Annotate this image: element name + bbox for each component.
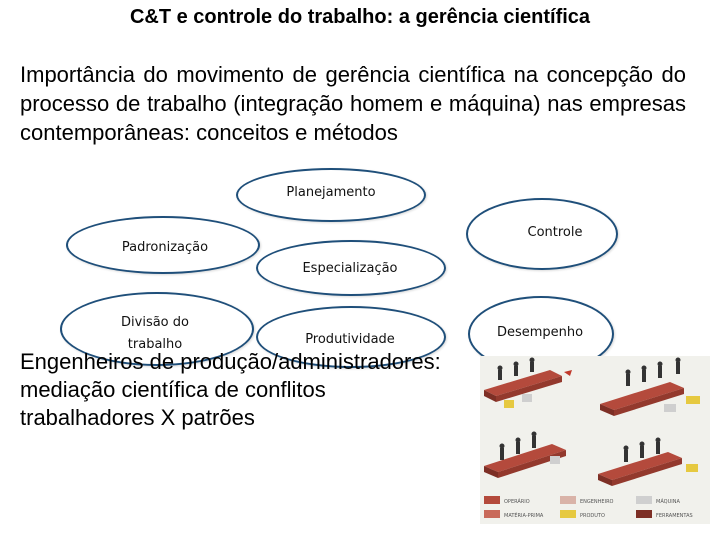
svg-text:FERRAMENTAS: FERRAMENTAS bbox=[656, 513, 693, 519]
ellipse-planejamento bbox=[236, 168, 426, 222]
label-planejamento: Planejamento bbox=[286, 185, 376, 200]
svg-text:PRODUTO: PRODUTO bbox=[580, 513, 605, 519]
page-title: C&T e controle do trabalho: a gerência c… bbox=[129, 6, 591, 28]
label-padronizacao: Padronização bbox=[121, 240, 209, 255]
svg-text:MÁQUINA: MÁQUINA bbox=[656, 498, 680, 505]
engineers-line1: Engenheiros de produção/administradores: bbox=[20, 349, 441, 374]
svg-text:MATÉRIA-PRIMA: MATÉRIA-PRIMA bbox=[504, 511, 544, 519]
ellipse-produtividade bbox=[256, 306, 446, 368]
intro-paragraph: Importância do movimento de gerência cie… bbox=[20, 62, 686, 145]
line-group-2 bbox=[600, 357, 700, 416]
label-desempenho: Desempenho bbox=[496, 325, 584, 340]
assembly-line-workers-illustration: OPERÁRIO ENGENHEIRO MÁQUINA MATÉRIA-PRIM… bbox=[480, 356, 710, 524]
label-divisao-line1: Divisão do bbox=[121, 315, 189, 330]
engineers-line3: trabalhadores X patrões bbox=[20, 405, 255, 430]
line-group-1 bbox=[484, 357, 572, 408]
svg-text:OPERÁRIO: OPERÁRIO bbox=[504, 498, 530, 505]
line-group-4 bbox=[598, 437, 698, 486]
label-divisao-line2: trabalho bbox=[127, 337, 183, 352]
svg-text:ENGENHEIRO: ENGENHEIRO bbox=[580, 499, 614, 505]
label-especializacao: Especialização bbox=[302, 261, 398, 276]
ellipse-controle bbox=[466, 198, 618, 270]
ellipse-especializacao bbox=[256, 240, 446, 296]
engineers-line2: mediação científica de conflitos bbox=[20, 377, 326, 402]
line-group-3 bbox=[484, 431, 566, 478]
illustration-legend: OPERÁRIO ENGENHEIRO MÁQUINA MATÉRIA-PRIM… bbox=[484, 496, 693, 519]
ellipse-divisao-do-trabalho bbox=[60, 292, 254, 366]
ellipse-padronizacao bbox=[66, 216, 260, 274]
assembly-line-svg: OPERÁRIO ENGENHEIRO MÁQUINA MATÉRIA-PRIM… bbox=[484, 357, 700, 519]
engineers-statement: Engenheiros de produção/administradores:… bbox=[20, 348, 500, 432]
label-controle: Controle bbox=[527, 225, 583, 240]
label-produtividade: Produtividade bbox=[305, 332, 395, 347]
